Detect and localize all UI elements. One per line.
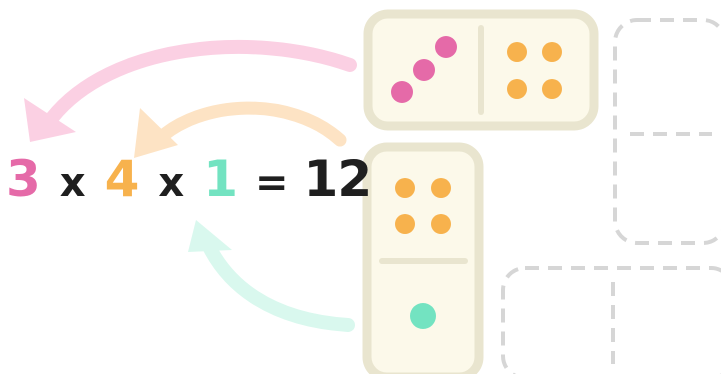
pip: [413, 59, 435, 81]
vertical-domino[interactable]: [367, 147, 479, 374]
vertical-placeholder: [615, 20, 721, 243]
pip: [391, 81, 413, 103]
pip: [431, 178, 451, 198]
pip: [542, 79, 562, 99]
horizontal-placeholder: [503, 268, 721, 374]
product-value: 12: [304, 150, 372, 208]
pip: [435, 36, 457, 58]
arrow-to-1: [188, 220, 348, 325]
pip-group-one: [410, 303, 436, 329]
pip: [395, 214, 415, 234]
horizontal-domino[interactable]: [368, 14, 594, 126]
factor-three: 3: [6, 150, 40, 208]
multiplication-equation: 3 x 4 x 1 = 12: [6, 150, 371, 220]
pip: [507, 79, 527, 99]
pip: [395, 178, 415, 198]
pip: [507, 42, 527, 62]
pip: [410, 303, 436, 329]
factor-four: 4: [105, 150, 139, 208]
pip: [542, 42, 562, 62]
multiply-sign: x: [60, 160, 85, 206]
multiply-sign: x: [158, 160, 183, 206]
equals-sign: =: [255, 160, 288, 206]
factor-one: 1: [203, 150, 237, 208]
pip: [431, 214, 451, 234]
